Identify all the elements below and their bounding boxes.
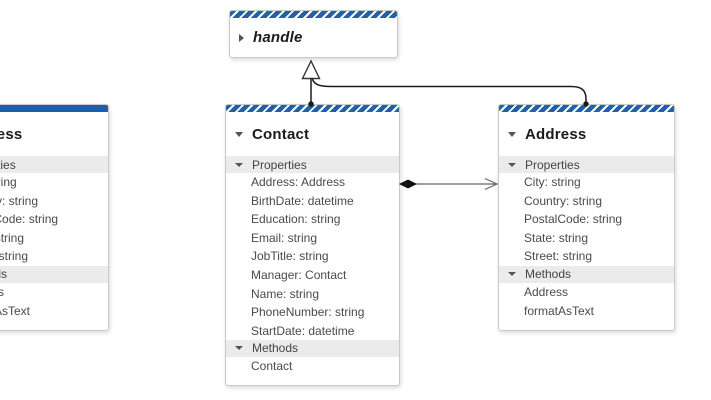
node-title-row[interactable]: Contact (226, 112, 399, 156)
property-row: Email: string (251, 230, 318, 245)
chevron-down-icon[interactable] (235, 131, 243, 137)
property-row: BirthDate: datetime (251, 193, 354, 208)
property-row: Street: string (0, 249, 29, 264)
class-node-contact[interactable]: Contact Properties Address: Address Birt… (225, 104, 400, 387)
class-node-handle[interactable]: handle (229, 10, 398, 58)
property-row: StartDate: datetime (251, 323, 355, 338)
method-row: Address (524, 285, 569, 299)
chevron-right-icon[interactable] (239, 33, 244, 42)
node-header-band (0, 105, 108, 112)
section-properties[interactable]: Properties (0, 156, 108, 173)
chevron-down-icon[interactable] (508, 162, 516, 167)
node-header-band (226, 105, 399, 112)
method-row: Contact (251, 359, 293, 374)
property-row: JobTitle: string (251, 249, 329, 264)
section-properties[interactable]: Properties (226, 156, 399, 173)
aggregation-link-contact-address[interactable] (399, 177, 499, 191)
node-title-row[interactable]: handle (230, 18, 397, 57)
section-label: Methods (252, 341, 299, 356)
node-title: Contact (252, 125, 310, 143)
node-header-band (499, 105, 674, 112)
property-row: Name: string (251, 286, 320, 301)
section-methods[interactable]: Methods (499, 265, 674, 283)
node-title: Address (0, 125, 23, 143)
node-title-row[interactable]: Address (0, 112, 108, 156)
inheritance-link-address-handle[interactable] (311, 76, 589, 107)
node-header-band (230, 11, 397, 18)
property-row: State: string (524, 230, 589, 245)
property-row: Street: string (524, 249, 593, 264)
method-row: formatAsText (0, 303, 31, 318)
class-node-address[interactable]: Address Properties City: string Country:… (498, 104, 675, 331)
property-row: City: string (524, 175, 581, 190)
arrowhead-icon (484, 177, 499, 191)
method-row: Address (0, 285, 5, 299)
chevron-down-icon[interactable] (508, 272, 516, 277)
section-methods[interactable]: Methods (0, 265, 108, 283)
method-row: formatAsText (524, 303, 595, 318)
property-row: Country: string (524, 193, 603, 208)
inheritance-link-contact-handle[interactable] (308, 79, 314, 107)
section-label: Properties (252, 157, 307, 172)
aggregation-diamond (399, 179, 417, 189)
section-label: Properties (525, 157, 580, 172)
property-row: Country: string (0, 193, 39, 208)
section-methods[interactable]: Methods (226, 339, 399, 357)
section-label: Methods (0, 267, 8, 282)
inheritance-triangle-arrowhead (301, 59, 321, 80)
property-row: State: string (0, 230, 25, 245)
node-title: handle (253, 29, 303, 46)
section-label: Methods (525, 267, 572, 282)
class-node-address-partial[interactable]: Address Properties City: string Country:… (0, 104, 109, 331)
property-row: City: string (0, 175, 17, 190)
node-title: Address (525, 125, 587, 143)
property-row: Manager: Contact (251, 268, 347, 282)
property-row: Education: string (251, 212, 341, 227)
chevron-down-icon[interactable] (508, 131, 516, 137)
property-row: PostalCode: string (524, 212, 623, 227)
property-row: Address: Address (251, 175, 346, 190)
section-label: Properties (0, 157, 16, 172)
property-row: PhoneNumber: string (251, 305, 365, 320)
section-properties[interactable]: Properties (499, 156, 674, 173)
node-title-row[interactable]: Address (499, 112, 674, 156)
chevron-down-icon[interactable] (235, 346, 243, 351)
chevron-down-icon[interactable] (235, 162, 243, 167)
property-row: PostalCode: string (0, 212, 59, 227)
